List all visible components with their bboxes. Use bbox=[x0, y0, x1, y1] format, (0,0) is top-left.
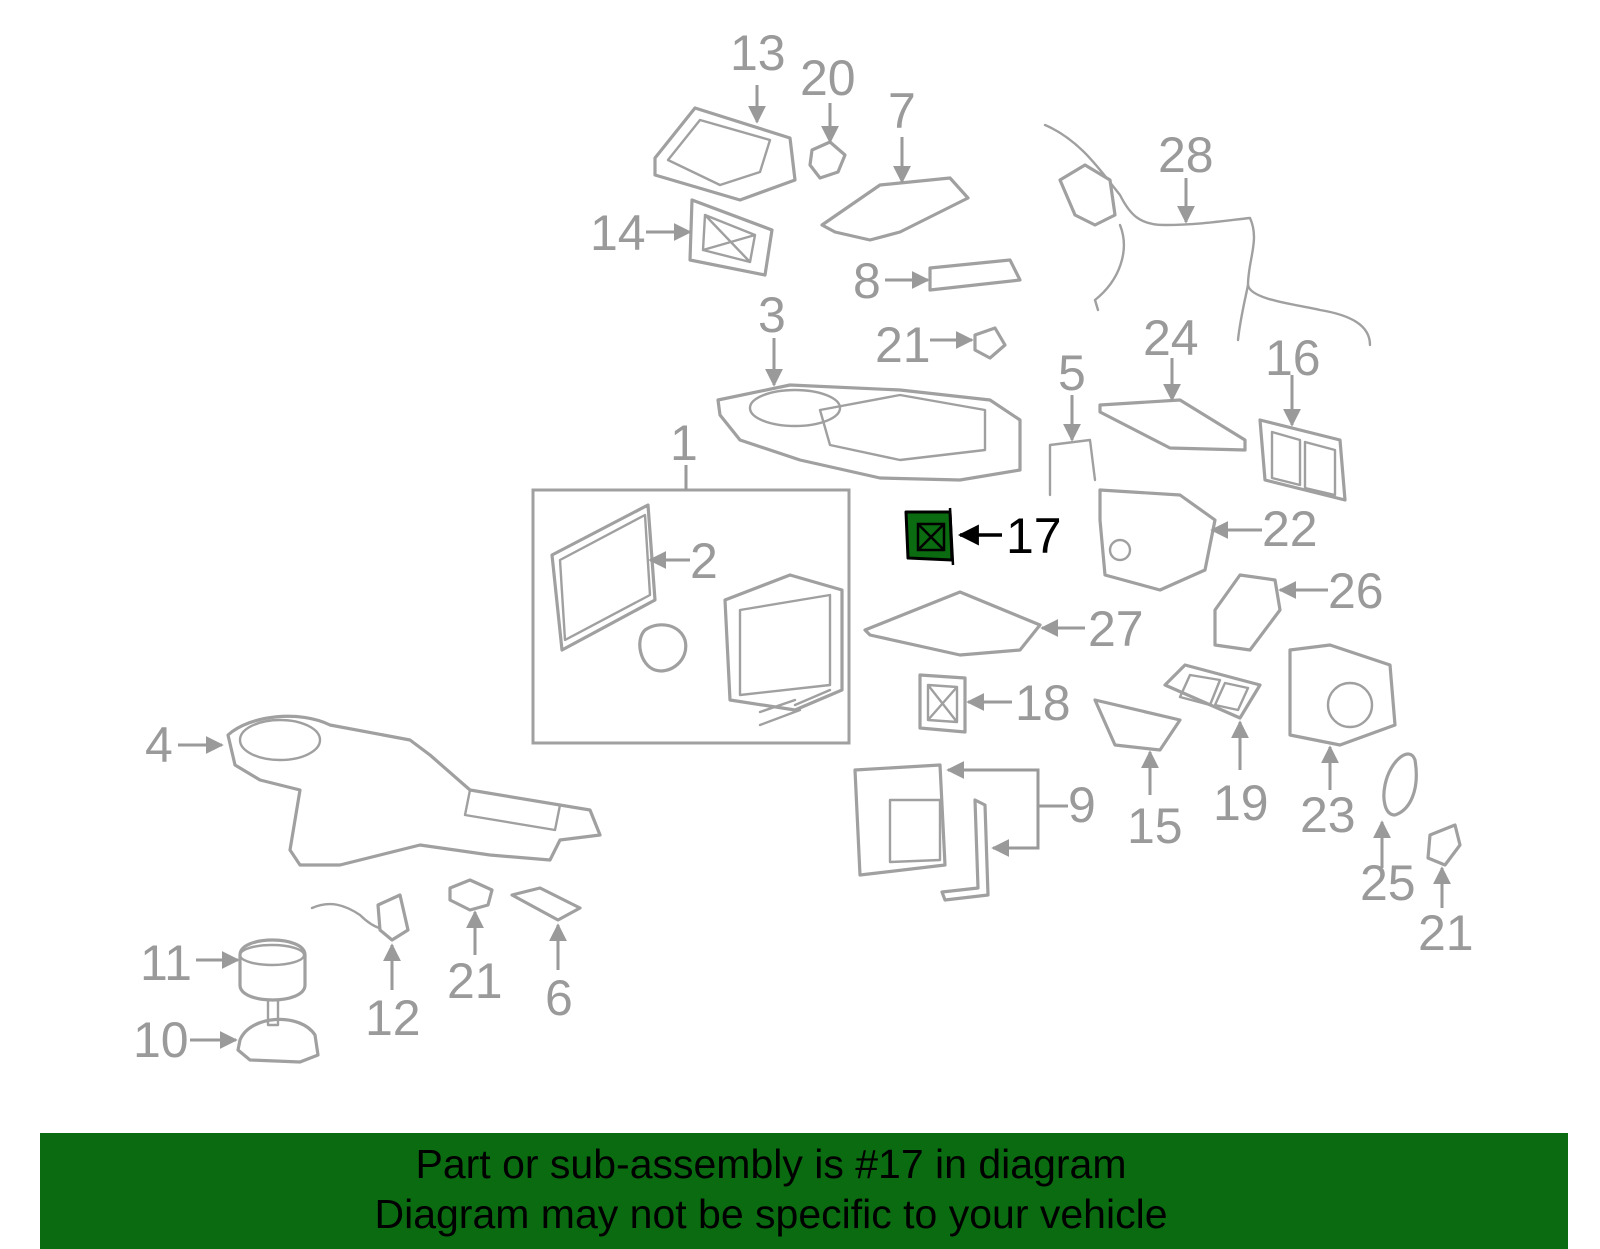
part-6-gasket bbox=[510, 886, 582, 970]
callout-28: 28 bbox=[1158, 127, 1214, 183]
callout-15: 15 bbox=[1127, 798, 1183, 854]
callout-23: 23 bbox=[1300, 787, 1356, 843]
part-7-duct bbox=[820, 137, 970, 242]
callout-8: 8 bbox=[853, 253, 881, 309]
callout-25: 25 bbox=[1360, 855, 1416, 911]
part-23-blower-case bbox=[1288, 643, 1397, 790]
callout-22: 22 bbox=[1262, 501, 1318, 557]
part-21-clip-top bbox=[930, 326, 1007, 360]
part-13-housing-cover bbox=[653, 85, 797, 202]
callout-13: 13 bbox=[730, 25, 786, 81]
callout-5: 5 bbox=[1058, 345, 1086, 401]
part-21-clip-right bbox=[1426, 823, 1462, 908]
callout-19: 19 bbox=[1213, 775, 1269, 831]
callout-20: 20 bbox=[800, 50, 856, 106]
part-10-blower-motor bbox=[190, 998, 320, 1064]
callout-17: 17 bbox=[1006, 508, 1062, 564]
callout-21-right: 21 bbox=[1418, 905, 1474, 961]
part-20-actuator bbox=[808, 103, 847, 180]
part-14-filter-door bbox=[646, 198, 774, 277]
part-19-door bbox=[1163, 663, 1262, 770]
info-banner: Part or sub-assembly is #17 in diagram D… bbox=[40, 1133, 1568, 1249]
part-24-door bbox=[1098, 358, 1247, 452]
callout-16: 16 bbox=[1265, 330, 1321, 386]
callout-18: 18 bbox=[1015, 675, 1071, 731]
callout-9: 9 bbox=[1068, 777, 1096, 833]
callout-27: 27 bbox=[1088, 601, 1144, 657]
part-25-motor bbox=[1373, 752, 1418, 868]
callout-24: 24 bbox=[1143, 310, 1199, 366]
part-8-seal bbox=[885, 258, 1022, 292]
part-26-actuator bbox=[1213, 573, 1328, 652]
callout-10: 10 bbox=[133, 1012, 189, 1068]
callout-7: 7 bbox=[888, 83, 916, 139]
part-28-wiring-harness bbox=[1043, 123, 1372, 347]
part-17-highlighted-filter bbox=[904, 507, 1002, 566]
part-22-case-section bbox=[1098, 488, 1262, 592]
callout-12: 12 bbox=[365, 990, 421, 1046]
callout-21-bottom: 21 bbox=[447, 953, 503, 1009]
part-9-heater-core bbox=[853, 761, 1068, 902]
callout-4: 4 bbox=[145, 717, 173, 773]
callout-1: 1 bbox=[670, 415, 698, 471]
callout-26: 26 bbox=[1328, 563, 1384, 619]
part-4-lower-case bbox=[178, 714, 602, 867]
part-15-door bbox=[1093, 698, 1182, 795]
banner-line-part-number: Part or sub-assembly is #17 in diagram bbox=[415, 1141, 1127, 1187]
part-1-evaporator-assembly bbox=[531, 465, 851, 745]
callout-labels: 13 20 7 28 14 8 3 21 24 5 16 1 17 22 2 2… bbox=[133, 25, 1474, 1068]
callout-6: 6 bbox=[545, 970, 573, 1026]
callout-2: 2 bbox=[690, 533, 718, 589]
callout-14: 14 bbox=[590, 205, 646, 261]
banner-line-disclaimer: Diagram may not be specific to your vehi… bbox=[374, 1191, 1168, 1237]
part-16-door bbox=[1258, 375, 1347, 502]
part-21-clip-bottom bbox=[448, 878, 494, 955]
callout-21-top: 21 bbox=[875, 317, 931, 373]
part-27-plate bbox=[863, 590, 1085, 657]
callout-11: 11 bbox=[140, 935, 192, 991]
part-18-door bbox=[918, 673, 1012, 734]
part-12-resistor bbox=[310, 893, 410, 990]
part-11-blower-wheel bbox=[196, 938, 307, 1002]
part-3-upper-case bbox=[716, 338, 1022, 482]
callout-3: 3 bbox=[758, 287, 786, 343]
part-5-bracket bbox=[1048, 395, 1097, 497]
